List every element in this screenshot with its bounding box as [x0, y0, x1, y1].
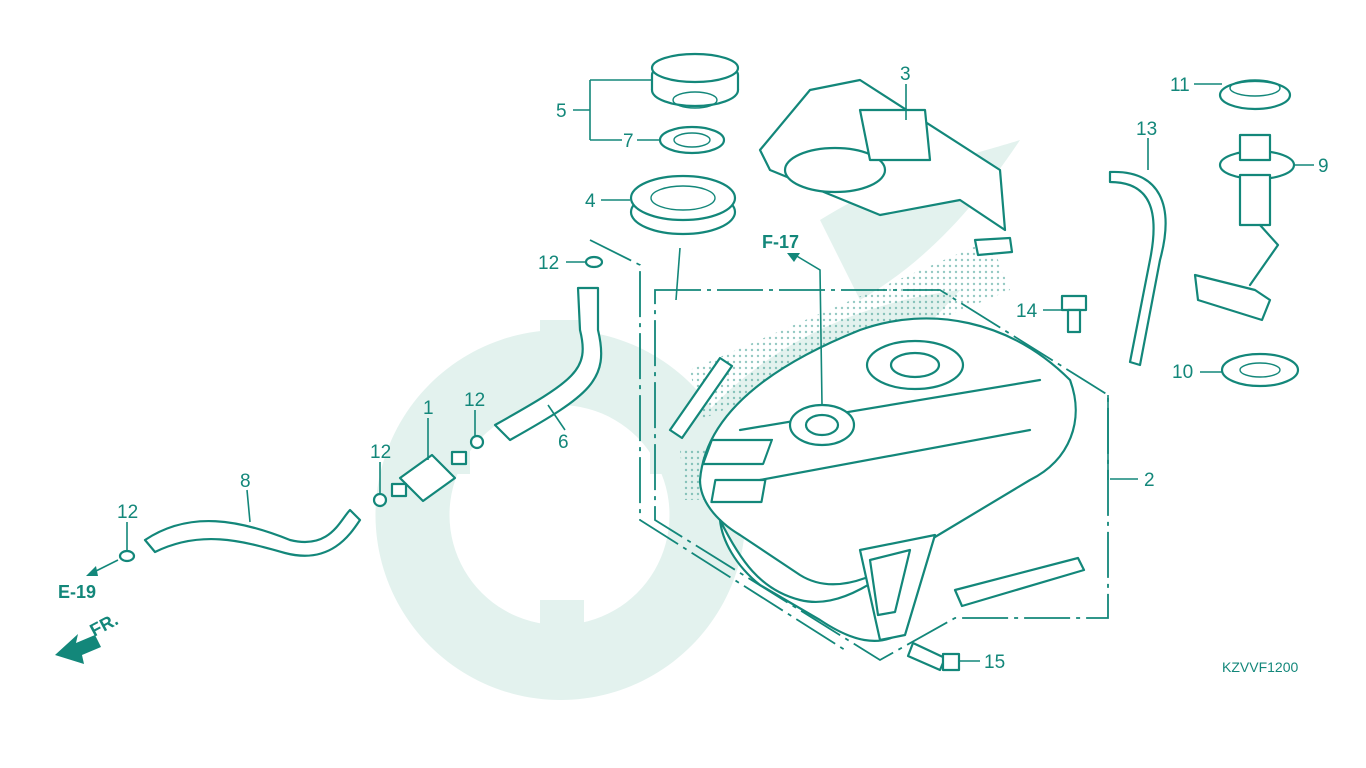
front-arrow-icon: [55, 634, 101, 664]
clip-12b: [372, 492, 388, 508]
fuel-hose-6: [493, 286, 603, 442]
front-label: FR.: [86, 609, 121, 640]
fuel-pump-unit: [1193, 133, 1296, 322]
callout-6: 6: [558, 432, 569, 453]
fuel-tank: [698, 317, 1077, 642]
callout-15: 15: [984, 652, 1005, 673]
tank-tube: [668, 356, 734, 440]
reference-f17: F-17: [762, 232, 799, 252]
cap-gasket: [658, 125, 726, 155]
callout-5: 5: [556, 101, 567, 122]
fuel-hose-8: [143, 508, 362, 557]
callout-7: 7: [623, 131, 634, 152]
fuel-filter: [390, 450, 468, 503]
callout-8: 8: [240, 471, 251, 492]
fuel-cap: [650, 52, 740, 109]
callout-12: 12: [370, 442, 391, 463]
vent-hose: [1108, 170, 1167, 367]
callout-1: 1: [423, 398, 434, 419]
leader-lines: [126, 79, 1314, 662]
callout-9: 9: [1318, 156, 1329, 177]
lock-ring: [1218, 79, 1292, 111]
reference-e19: E-19: [58, 582, 96, 602]
callout-12: 12: [464, 390, 485, 411]
clip-12d: [584, 255, 604, 269]
diagram-code: KZVVF1200: [1222, 659, 1298, 675]
bolt-15: [906, 641, 961, 672]
callout-2: 2: [1144, 470, 1155, 491]
tank-cover: [758, 78, 1014, 257]
filler-seal: [629, 174, 737, 236]
clip-12a: [118, 549, 136, 563]
callout-12: 12: [117, 502, 138, 523]
callout-14: 14: [1016, 301, 1038, 322]
callout-3: 3: [900, 64, 911, 85]
callout-labels: 5 7 4 3 13 11 9 10 14 15 2 1 6 8 12 12 1…: [117, 64, 1329, 673]
callout-13: 13: [1136, 119, 1157, 140]
bolt-14: [1060, 294, 1088, 334]
callout-12: 12: [538, 253, 559, 274]
pump-seal: [1220, 352, 1300, 388]
reference-arrow-icon: [86, 253, 800, 576]
callout-11: 11: [1170, 75, 1190, 96]
drain-tube: [953, 556, 1086, 608]
callout-4: 4: [585, 191, 596, 212]
clip-12c: [469, 434, 485, 450]
assembly-frames: [589, 239, 1109, 662]
callout-10: 10: [1172, 362, 1193, 383]
